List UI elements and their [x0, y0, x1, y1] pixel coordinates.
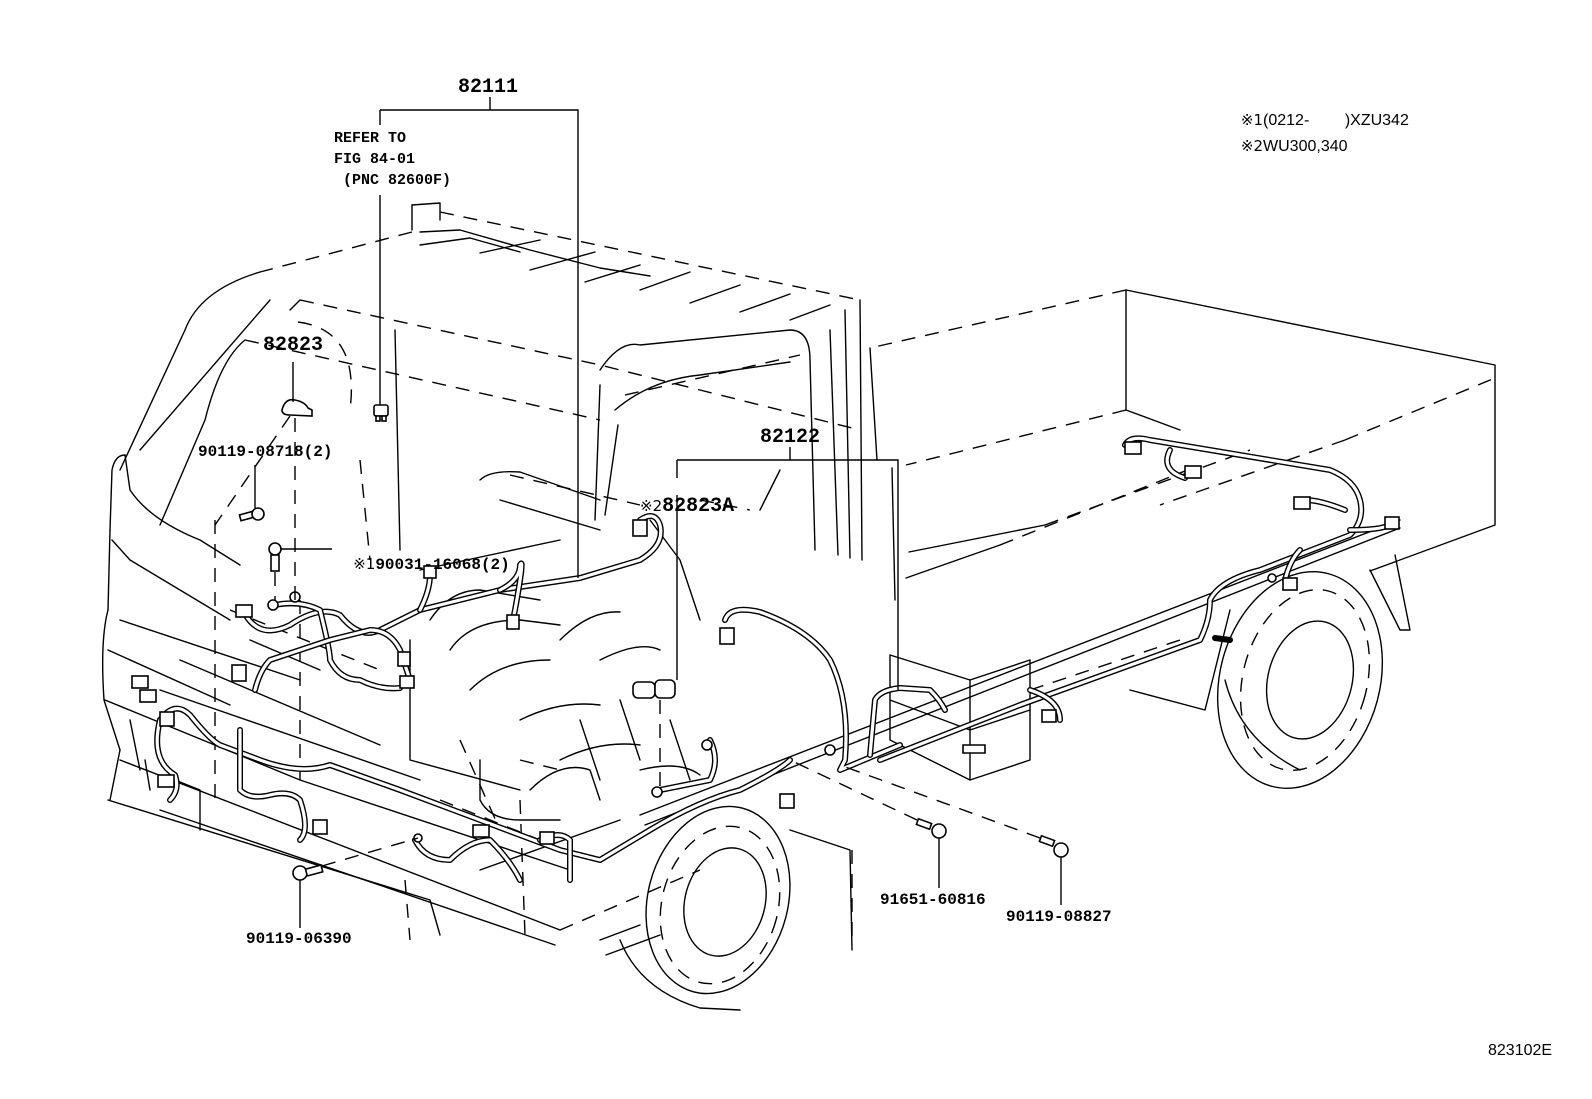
bolt-90031-16068 [268, 542, 282, 572]
screw-91651-60816 [915, 817, 947, 839]
refer-line-3[interactable]: (PNC 82600F) [334, 172, 452, 189]
footnote-1-mark: ※1 [1240, 111, 1264, 129]
footnote-2-text: WU300,340 [1263, 138, 1348, 155]
bolt-90119-08827 [1038, 834, 1069, 858]
label-82111[interactable]: 82111 [458, 76, 519, 99]
connectors [131, 441, 1400, 845]
label-82823[interactable]: 82823 [263, 334, 324, 357]
label-90119-08827[interactable]: 90119-08827 [1006, 908, 1112, 926]
label-90031-16068-text: 90031-16068(2) [375, 556, 510, 574]
cargo-bed [869, 289, 1496, 601]
leader-lines [214, 97, 1062, 928]
note-mark-1: ※1 [353, 555, 376, 573]
label-90031-16068[interactable]: ※190031-16068(2) [334, 541, 510, 574]
footnote-1: ※1(0212- )XZU342 [1232, 97, 1409, 129]
note-mark-2: ※2 [640, 497, 663, 515]
clip-82823 [281, 398, 313, 417]
refer-line-2[interactable]: FIG 84-01 [334, 151, 416, 168]
footnote-1-text: (0212- )XZU342 [1263, 112, 1409, 129]
label-90119-08718[interactable]: 90119-08718(2) [198, 443, 333, 461]
label-90119-06390[interactable]: 90119-06390 [246, 930, 352, 948]
label-82823A-text: 82823A [662, 495, 735, 518]
label-82122[interactable]: 82122 [760, 426, 821, 449]
harness-82122 [722, 435, 1393, 773]
label-82823A[interactable]: ※282823A [616, 477, 734, 517]
bolt-90119-08718 [238, 507, 265, 522]
front-wheel [599, 805, 853, 1011]
footnote-2: ※2WU300,340 [1232, 123, 1348, 155]
engine [409, 589, 701, 871]
rear-wheel [1129, 554, 1411, 789]
footnote-2-mark: ※2 [1240, 137, 1264, 155]
battery-box [889, 654, 1031, 781]
label-91651-60816[interactable]: 91651-60816 [880, 891, 986, 909]
cab-body [119, 202, 863, 621]
refer-line-1: REFER TO [334, 130, 407, 147]
chassis-frame [639, 519, 1401, 826]
harness-82111 [154, 513, 793, 883]
relay-82600F [373, 404, 389, 422]
figure-code: 823102E [1488, 1042, 1553, 1059]
bolt-90119-06390 [292, 864, 324, 881]
cab-front [101, 454, 701, 946]
